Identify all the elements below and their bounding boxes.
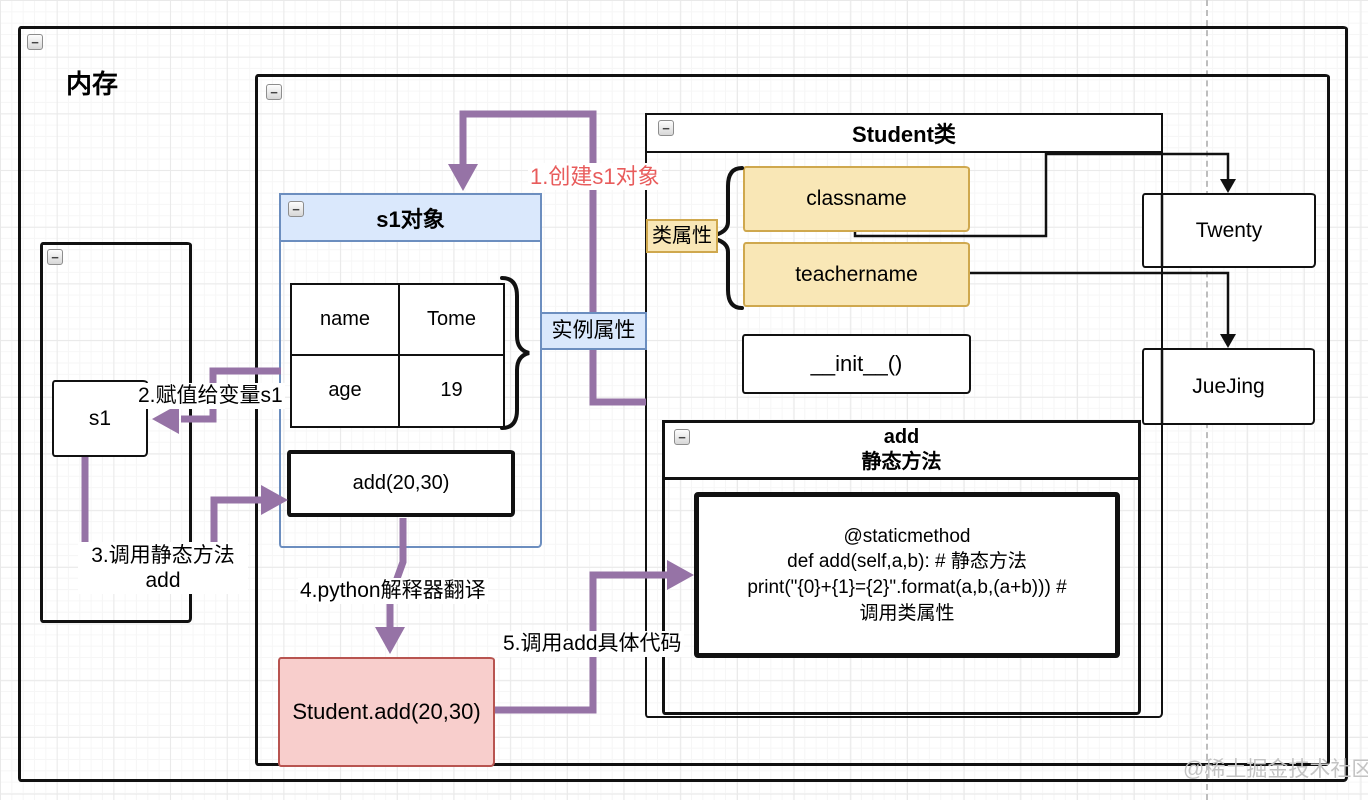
instance-attribute-table: name Tome age 19 [290,283,505,428]
collapse-icon[interactable]: − [47,249,63,265]
step3-line1: 3.调用静态方法 [91,544,235,567]
teachername-attribute-box[interactable]: teachername [743,242,970,307]
memory-frame [18,26,1348,782]
add-call-box[interactable]: add(20,30) [287,450,515,517]
step2-label: 2.赋值给变量s1 [136,383,285,410]
twenty-value-box[interactable]: Twenty [1142,193,1316,268]
code-line: @staticmethod [843,525,971,547]
add-method-title-line1: add [883,426,920,448]
add-method-header[interactable]: add 静态方法 [662,420,1141,480]
classname-attribute-box[interactable]: classname [743,166,970,232]
collapse-icon[interactable]: − [658,120,674,136]
instance-attr-label[interactable]: 实例属性 [540,312,647,350]
step3-line2: add [145,569,181,593]
code-line: def add(self,a,b): # 静态方法 [787,551,1027,573]
init-method-box[interactable]: __init__() [742,334,971,394]
watermark: @稀土掘金技术社区 [1183,758,1368,781]
memory-frame-title: 内存 [66,69,119,99]
collapse-icon[interactable]: − [288,201,304,217]
step1-label: 1.创建s1对象 [528,163,662,191]
collapse-icon[interactable]: − [27,34,43,50]
table-cell-key: age [292,355,400,426]
student-add-call-box[interactable]: Student.add(20,30) [278,657,495,767]
student-class-header[interactable]: Student类 [645,113,1163,153]
collapse-icon[interactable]: − [674,429,690,445]
table-cell-value: 19 [440,379,463,402]
code-line: print("{0}+{1}={2}".format(a,b,(a+b))) # [747,577,1067,598]
variable-scope-frame [40,242,192,623]
class-attr-label[interactable]: 类属性 [646,219,718,253]
s1-object-header[interactable]: s1对象 [279,193,542,242]
table-cell-key: name [292,285,400,356]
step3-label: 3.调用静态方法 add [78,542,248,595]
step5-label: 5.调用add具体代码 [501,631,684,658]
collapse-icon[interactable]: − [266,84,282,100]
juejing-value-box[interactable]: JueJing [1142,348,1315,425]
table-cell-value: Tome [400,285,503,356]
add-method-title-line2: 静态方法 [861,451,942,473]
static-method-code-box: @staticmethod def add(self,a,b): # 静态方法 … [694,492,1120,658]
code-line: 调用类属性 [859,602,955,624]
step4-label: 4.python解释器翻译 [298,578,488,605]
s1-variable-box[interactable]: s1 [52,380,148,457]
